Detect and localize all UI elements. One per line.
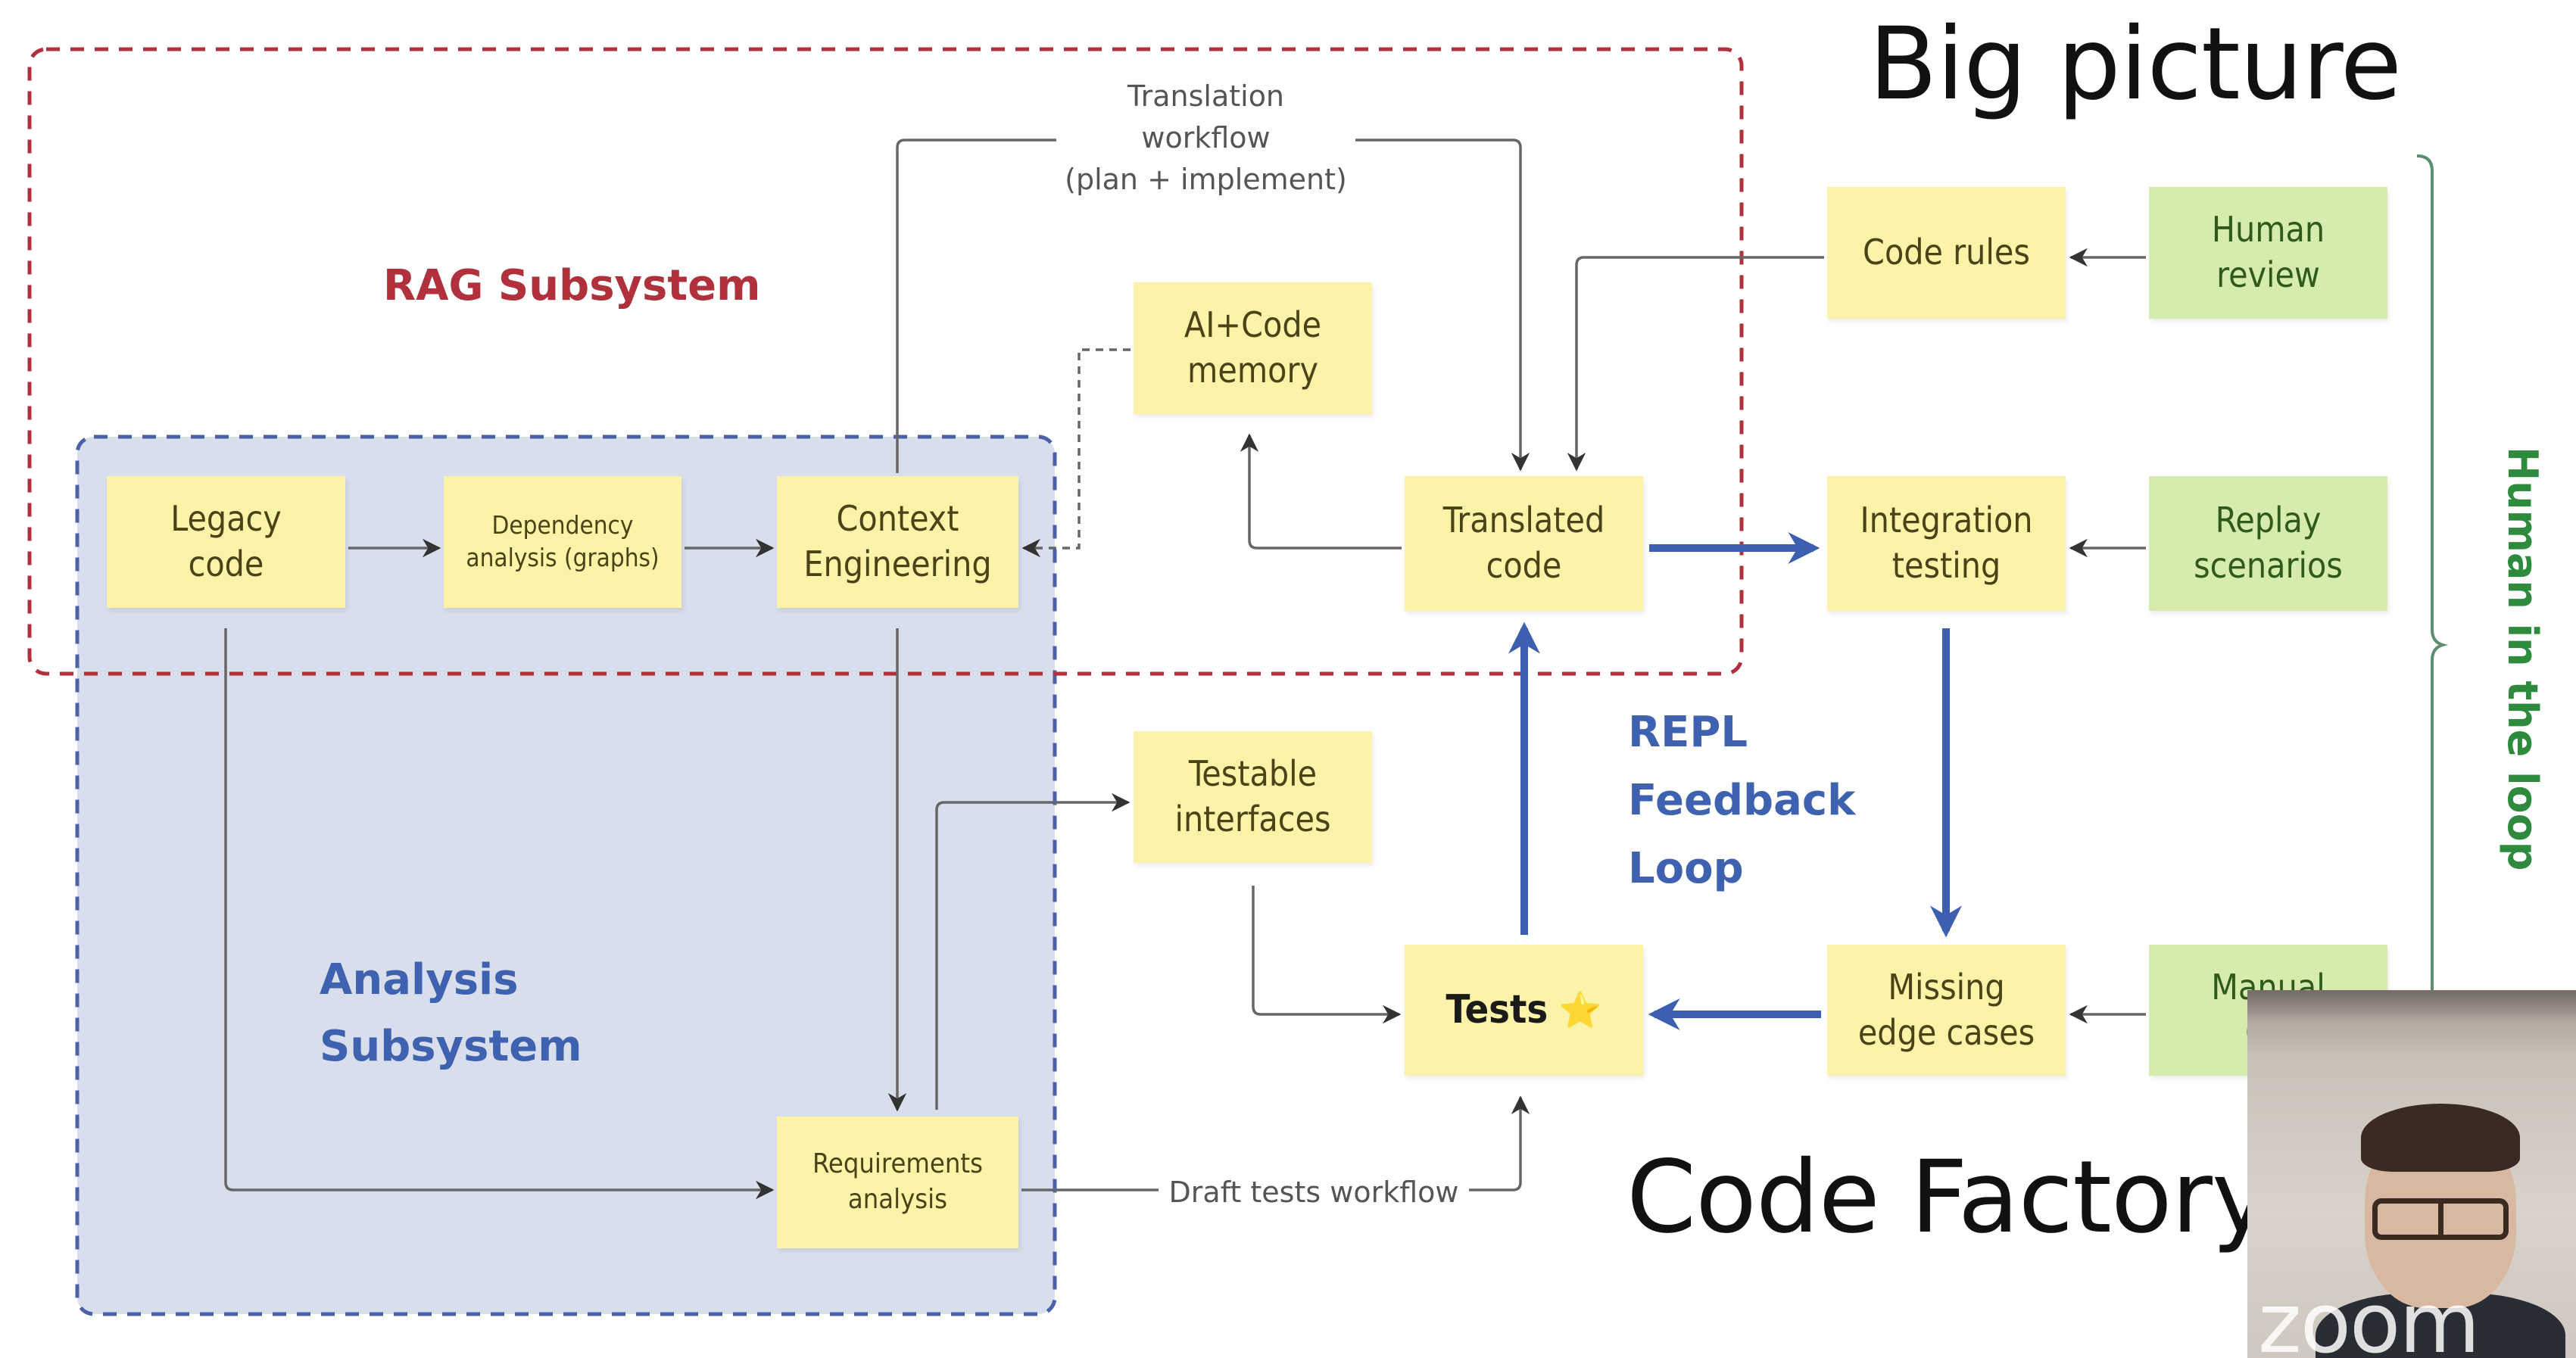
rag-subsystem-region [27, 47, 1744, 676]
node-translated-code[interactable]: Translated code [1405, 476, 1643, 611]
repl-label-line1: REPL [1628, 708, 1748, 757]
edge-legacy-to-requirements [224, 628, 775, 1200]
repl-label-line2: Feedback [1628, 776, 1856, 825]
edge-translated-to-memory [1240, 433, 1402, 550]
edges-blue [1508, 532, 1962, 1030]
edge-draft-tests-workflow [1021, 1098, 1520, 1191]
node-legacy-code-label: Legacy code [170, 498, 282, 584]
node-tests[interactable]: Tests ⭐ [1405, 945, 1643, 1076]
edge-code-rules-to-translated [1567, 256, 1824, 472]
human-loop-label: Human in the loop [2499, 447, 2546, 871]
analysis-subsystem-region [75, 434, 1057, 1316]
node-translated-code-label: Translated code [1442, 500, 1605, 586]
video-wall-shadow [2247, 990, 2576, 1020]
slide-title: Big picture [1869, 6, 2402, 123]
node-ai-code-memory[interactable]: AI+Code memory [1134, 282, 1372, 414]
translation-workflow-label: Translation workflow (plan + implement) [1056, 76, 1355, 201]
node-code-rules-label: Code rules [1863, 232, 2030, 273]
video-overlay[interactable]: zoom [2247, 990, 2576, 1358]
node-integration-testing-label: Integration testing [1860, 500, 2033, 586]
human-loop-brace [2416, 154, 2449, 1105]
node-missing-edge-cases-label: Missing edge cases [1857, 966, 2035, 1053]
edge-memory-to-context [1021, 348, 1131, 558]
node-ai-code-memory-label: AI+Code memory [1184, 304, 1322, 391]
node-replay-scenarios[interactable]: Replay scenarios [2149, 476, 2387, 611]
node-legacy-code[interactable]: Legacy code [107, 476, 345, 608]
speaker-glasses [2372, 1198, 2509, 1240]
node-replay-scenarios-label: Replay scenarios [2194, 500, 2343, 586]
node-requirements-analysis[interactable]: Requirements analysis [777, 1117, 1018, 1248]
analysis-subsystem-label-line2: Subsystem [320, 1022, 582, 1071]
zoom-watermark: zoom [2258, 1275, 2480, 1358]
node-dependency-analysis[interactable]: Dependency analysis (graphs) [444, 476, 681, 608]
node-context-engineering-label: Context Engineering [803, 498, 992, 584]
rag-subsystem-label: RAG Subsystem [383, 261, 761, 310]
star-icon: ⭐ [1558, 989, 1602, 1030]
edge-requirements-to-testable [935, 793, 1131, 1110]
analysis-subsystem-label-line1: Analysis [320, 955, 519, 1004]
node-code-rules[interactable]: Code rules [1827, 187, 2066, 319]
repl-label-line3: Loop [1628, 844, 1744, 893]
node-requirements-analysis-label: Requirements analysis [812, 1148, 983, 1215]
node-human-review-label: Human review [2211, 209, 2325, 295]
slide-subtitle: Code Factory [1626, 1139, 2271, 1256]
node-testable-interfaces[interactable]: Testable interfaces [1134, 731, 1372, 863]
edge-translation-workflow [896, 139, 1520, 473]
edges-gray [224, 139, 2146, 1200]
node-tests-label: Tests [1445, 986, 1548, 1033]
node-missing-edge-cases[interactable]: Missing edge cases [1827, 945, 2066, 1076]
edge-testable-to-tests [1252, 886, 1402, 1024]
speaker-hair [2361, 1104, 2520, 1172]
node-context-engineering[interactable]: Context Engineering [777, 476, 1018, 608]
draft-tests-workflow-label: Draft tests workflow [1159, 1172, 1469, 1214]
node-integration-testing[interactable]: Integration testing [1827, 476, 2066, 611]
node-dependency-analysis-label: Dependency analysis (graphs) [466, 510, 660, 572]
node-testable-interfaces-label: Testable interfaces [1174, 753, 1331, 839]
node-human-review[interactable]: Human review [2149, 187, 2387, 319]
